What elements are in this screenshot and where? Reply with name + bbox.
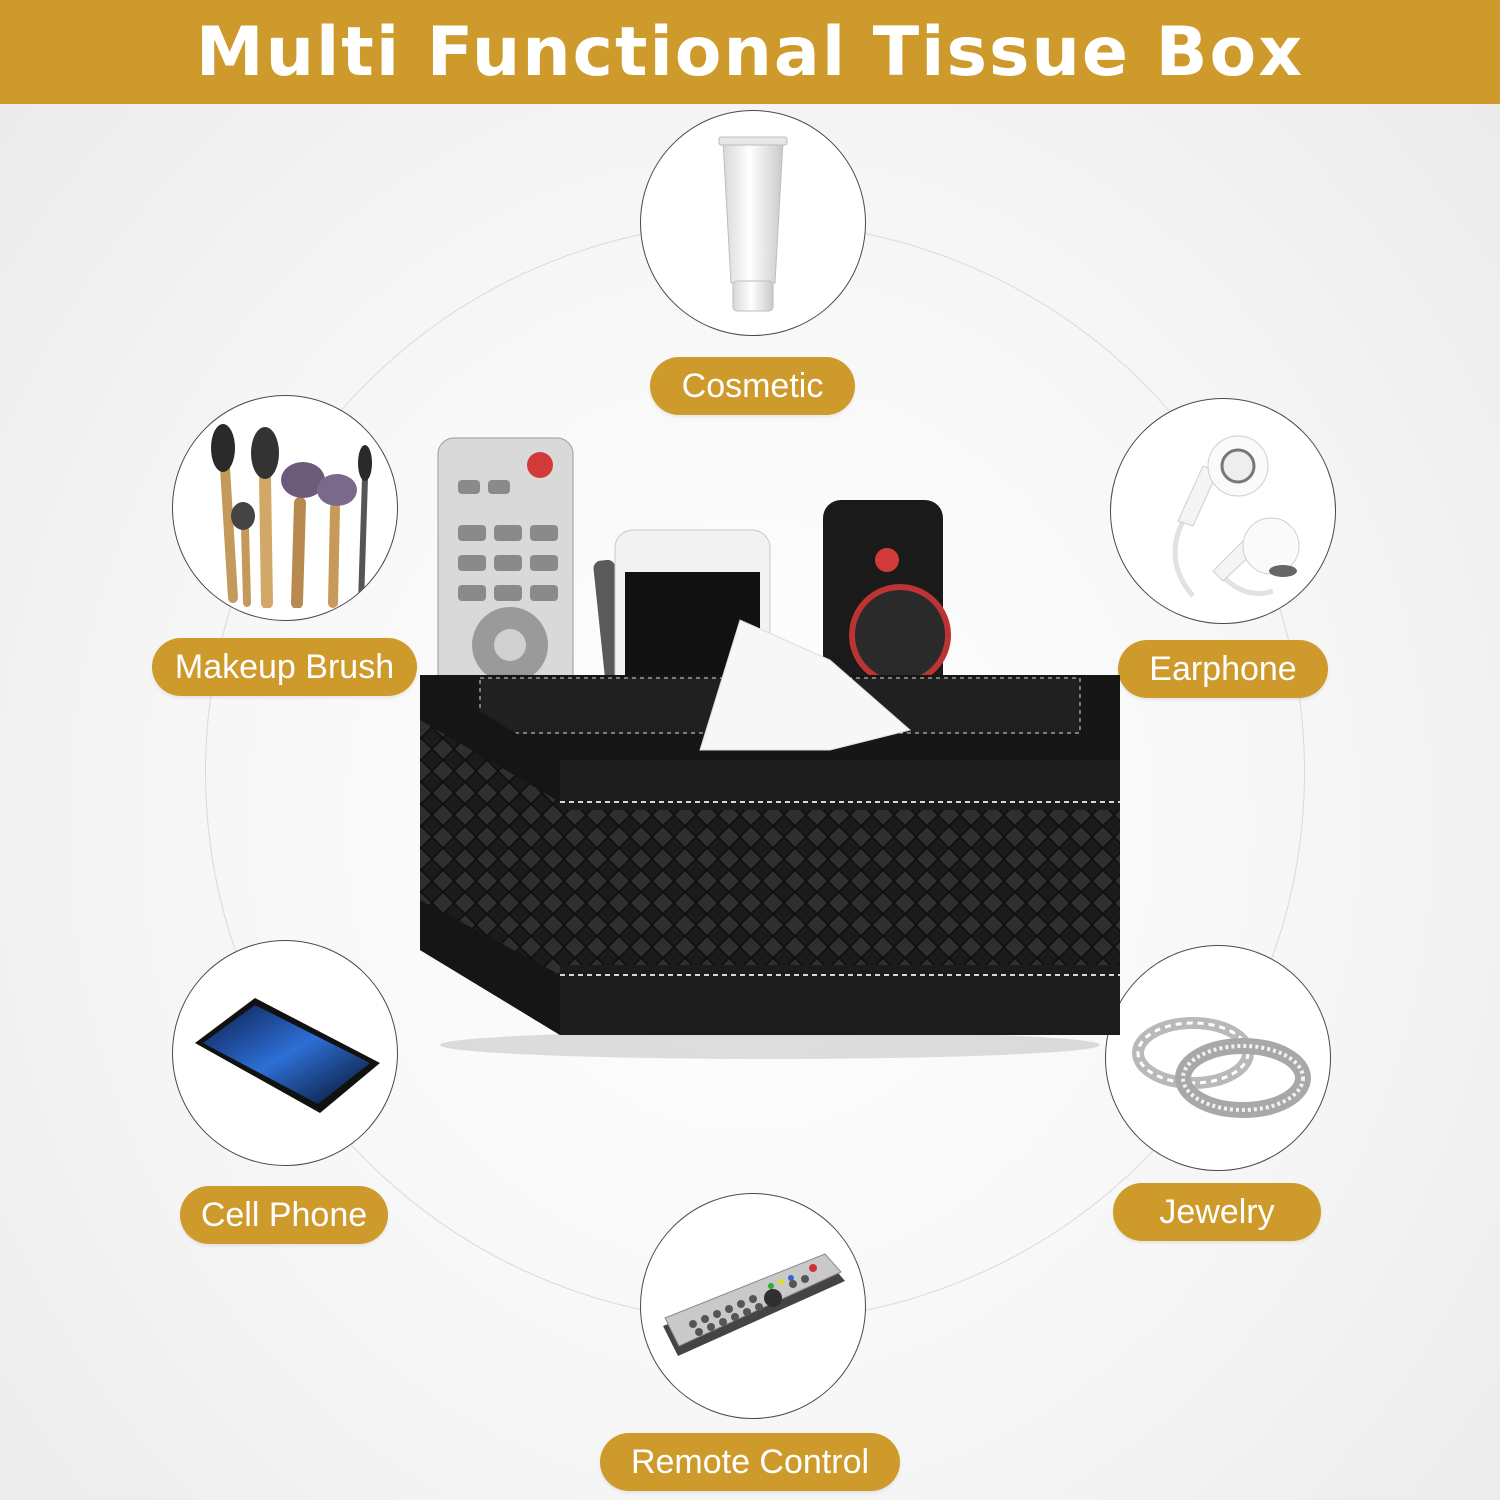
jewelry-label: Jewelry (1113, 1183, 1321, 1241)
jewelry-image (1105, 945, 1331, 1171)
remote-control-label: Remote Control (600, 1433, 900, 1491)
cosmetic-tube-icon (718, 136, 788, 312)
remote-control-icon (663, 1253, 845, 1356)
earphone-label: Earphone (1118, 640, 1328, 698)
ring-icon (1132, 1017, 1311, 1118)
earphone-image (1110, 398, 1336, 624)
cell-phone-label: Cell Phone (180, 1186, 388, 1244)
tissue-box-organizer-icon (420, 437, 1120, 1059)
earphone-icon (1172, 435, 1300, 598)
title-banner: Multi Functional Tissue Box (0, 0, 1500, 104)
remote-control-image (640, 1193, 866, 1419)
makeup-brush-icon (211, 424, 372, 608)
cosmetic-label: Cosmetic (650, 357, 855, 415)
cell-phone-icon (195, 998, 380, 1113)
makeup-brush-label: Makeup Brush (152, 638, 417, 696)
tissue-box-product-image (410, 430, 1130, 1060)
cosmetic-image (640, 110, 866, 336)
cell-phone-image (172, 940, 398, 1166)
makeup-brush-image (172, 395, 398, 621)
page-title: Multi Functional Tissue Box (195, 12, 1305, 92)
